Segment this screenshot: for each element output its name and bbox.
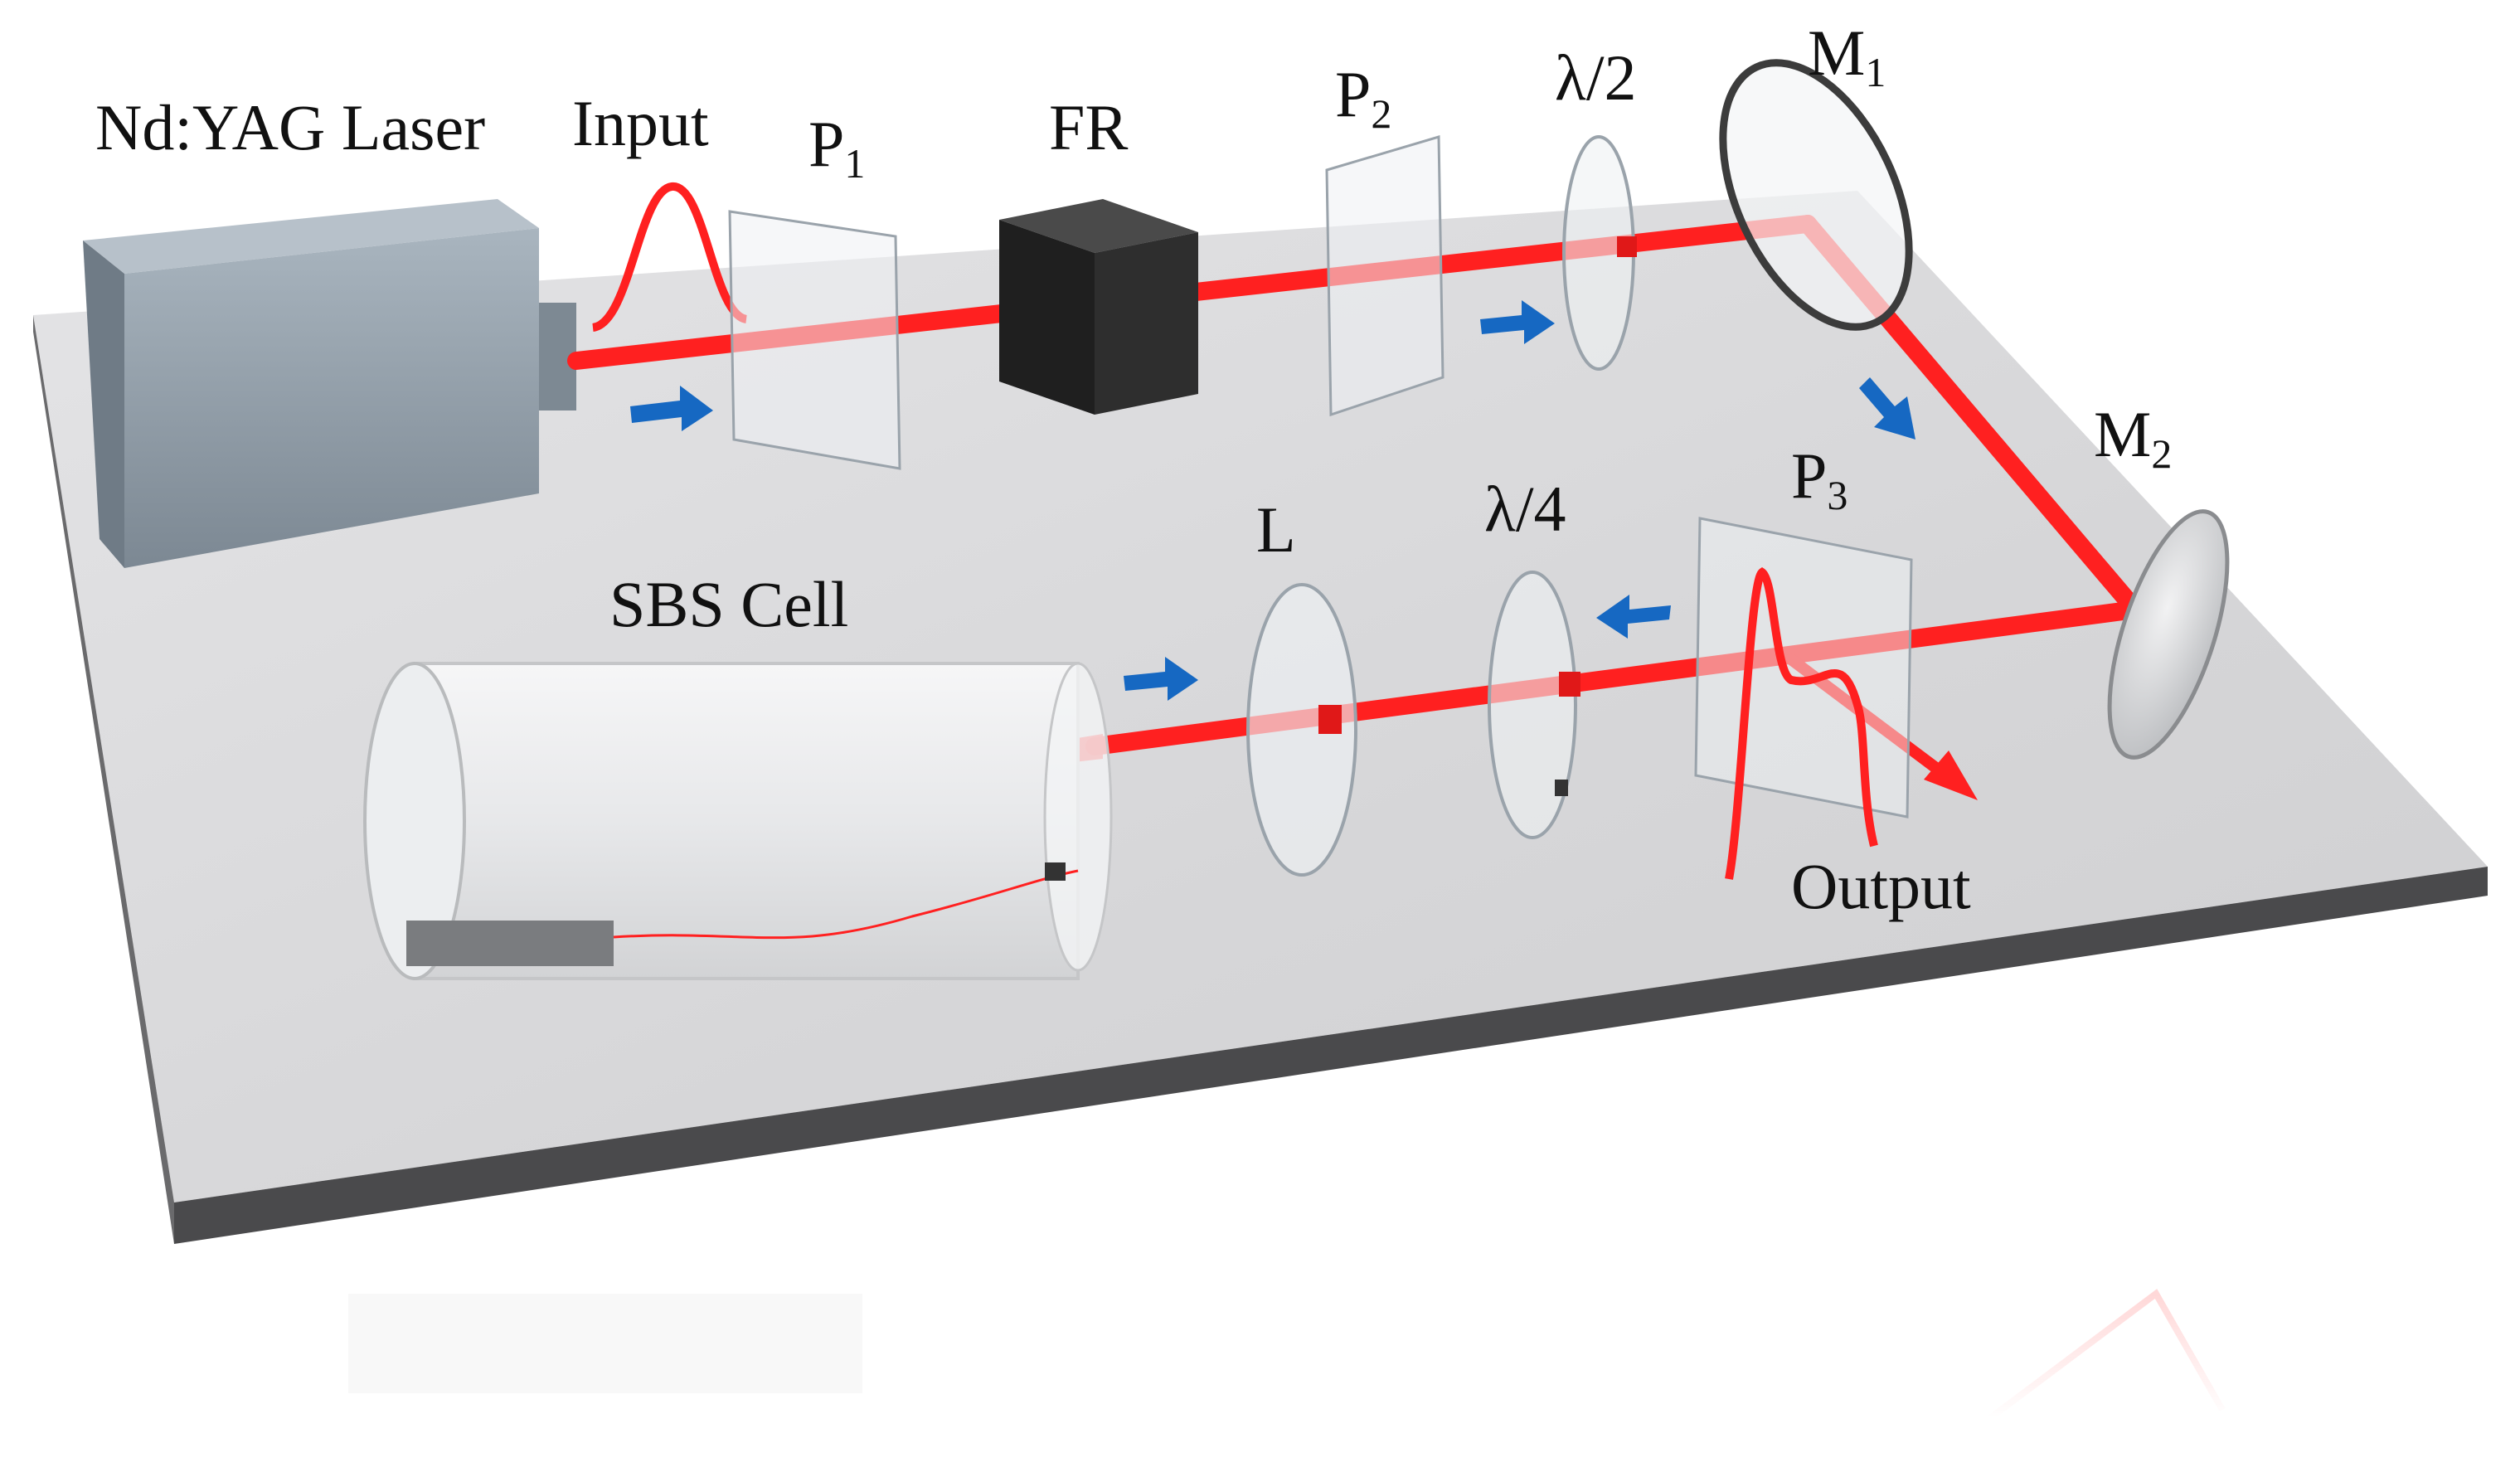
half-wave-plate: [1562, 135, 1637, 371]
polarizer-p2: [1325, 135, 1445, 417]
nd-yag-laser: [83, 199, 576, 568]
label-p2-main: P: [1335, 58, 1372, 130]
label-fr: FR: [1049, 91, 1129, 163]
floor-reflections: [348, 1289, 2226, 1421]
arrow-icon-to-quarter-wave: [1596, 595, 1671, 639]
output-arrowhead: [1924, 751, 1978, 800]
label-quarter-wave: λ/4: [1484, 473, 1566, 545]
label-p3-sub: 3: [1827, 472, 1848, 518]
polarizer-p1: [728, 210, 901, 470]
label-m1: M1: [1808, 21, 1886, 95]
arrow-icon-laser-out: [630, 386, 713, 431]
label-p3-main: P: [1791, 440, 1828, 512]
laser-side-face: [124, 228, 539, 568]
label-m1-sub: 1: [1865, 49, 1886, 95]
arrow-icon-m1-to-m2: [1859, 377, 1915, 440]
mirror-m2: [2107, 509, 2230, 760]
direction-arrows: [630, 300, 1915, 701]
polarizer-p3: [1694, 517, 1913, 819]
label-sbs-cell: SBS Cell: [609, 568, 849, 640]
table-front-edge: [174, 867, 2488, 1244]
label-m1-main: M: [1808, 17, 1866, 89]
focusing-lens: [1246, 583, 1357, 877]
laser-front-face: [83, 240, 124, 568]
table-left-edge: [33, 315, 174, 1244]
label-p1: P1: [808, 112, 866, 187]
faraday-rotator: [999, 199, 1198, 415]
label-half-wave: λ/2: [1555, 41, 1637, 114]
label-p3: P3: [1791, 444, 1848, 518]
label-p2-sub: 2: [1371, 90, 1392, 137]
laser-top-face: [83, 199, 539, 274]
quarter-wave-plate: [1488, 571, 1580, 839]
arrow-icon-to-lens: [1124, 657, 1198, 701]
input-pulse-waveform: [591, 182, 748, 332]
label-p1-main: P: [808, 108, 845, 180]
label-m2-sub: 2: [2151, 430, 2173, 477]
label-p2: P2: [1335, 62, 1392, 137]
label-nd-yag-laser: Nd:YAG Laser: [95, 91, 486, 163]
arrow-icon-to-half-wave: [1480, 300, 1555, 344]
label-m2-main: M: [2094, 398, 2152, 470]
sbs-cell: [363, 662, 1113, 980]
mirror-m1: [1719, 59, 1913, 331]
label-output: Output: [1791, 850, 1971, 922]
label-m2: M2: [2094, 402, 2173, 477]
label-lens: L: [1256, 493, 1296, 566]
output-pulse-waveform: [1725, 566, 1878, 880]
label-input: Input: [572, 87, 709, 159]
label-p1-sub: 1: [844, 140, 866, 187]
